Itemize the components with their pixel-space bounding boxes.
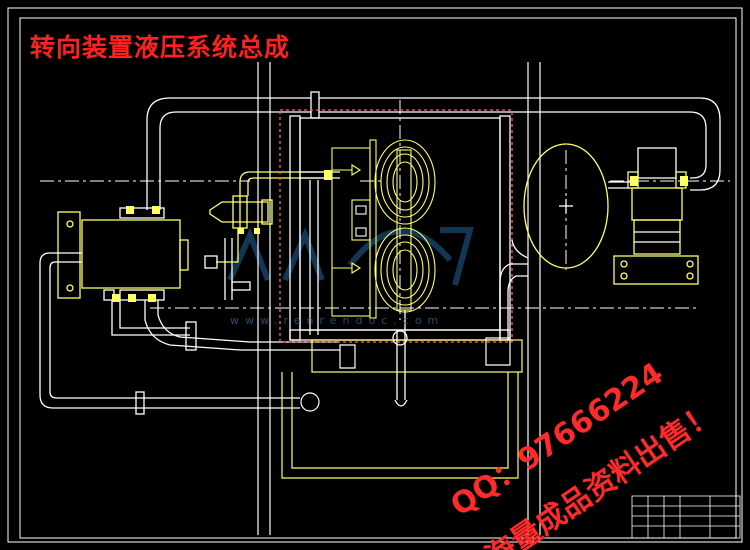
- left-pipe-network: [39, 238, 340, 415]
- pump-unit: [613, 147, 699, 285]
- base-frame: [281, 372, 519, 479]
- frame-rails: [257, 62, 541, 535]
- top-return-pipe: [146, 91, 721, 210]
- outer-frame: [7, 7, 743, 543]
- pipe-fittings: [112, 170, 688, 302]
- lower-bracket: [300, 337, 523, 412]
- inner-frame: [19, 17, 737, 539]
- title-block: [631, 495, 741, 539]
- pump-enclosure: [279, 109, 513, 343]
- enclosure-pipes: [300, 171, 408, 407]
- motor-coils: [331, 139, 436, 319]
- watermark-site-text: www.renrendoc.com: [230, 314, 445, 327]
- center-lines: [40, 100, 730, 320]
- drawing-title: 转向装置液压系统总成: [30, 33, 291, 62]
- accumulator-pipes: [499, 181, 630, 340]
- hydraulic-tank: [57, 207, 189, 301]
- accumulator: [523, 143, 609, 269]
